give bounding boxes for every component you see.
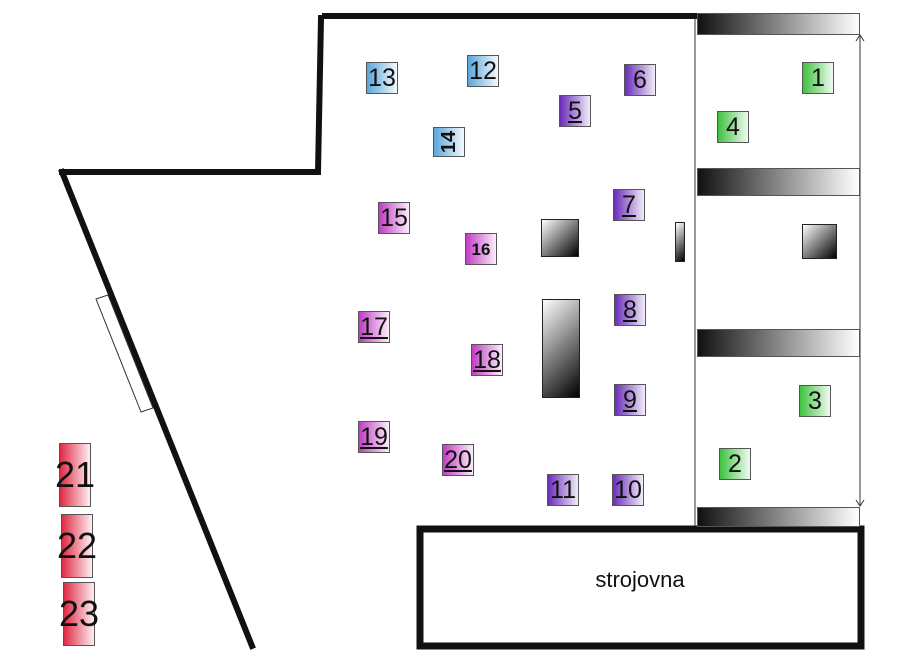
station-label: 5 <box>568 96 582 125</box>
shelf-bar <box>697 13 860 35</box>
machine-room-label: strojovna <box>595 567 685 592</box>
station-1[interactable]: 1 <box>802 62 834 94</box>
arrow-up-icon <box>855 34 865 42</box>
station-label: 16 <box>471 239 491 259</box>
station-17[interactable]: 17 <box>358 311 390 343</box>
station-19[interactable]: 19 <box>358 421 390 453</box>
station-5[interactable]: 5 <box>559 95 591 127</box>
station-4[interactable]: 4 <box>717 111 749 143</box>
station-label: 20 <box>444 445 472 474</box>
station-21[interactable]: 21 <box>55 443 95 507</box>
station-label: 9 <box>623 385 637 414</box>
station-7[interactable]: 7 <box>613 189 645 221</box>
station-18[interactable]: 18 <box>471 344 503 376</box>
station-label: 14 <box>438 130 460 154</box>
station-6[interactable]: 6 <box>624 64 656 96</box>
shelf-bar <box>697 329 860 357</box>
station-22[interactable]: 22 <box>57 514 97 578</box>
column-small <box>675 222 685 262</box>
station-16[interactable]: 16 <box>465 233 497 265</box>
station-label: 21 <box>54 454 96 495</box>
station-9[interactable]: 9 <box>614 384 646 416</box>
station-label: 1 <box>811 63 825 92</box>
station-14[interactable]: 14 <box>433 127 465 157</box>
station-label: 2 <box>728 449 742 478</box>
station-2[interactable]: 2 <box>719 448 751 480</box>
station-label: 18 <box>473 345 501 374</box>
arrow-down-icon <box>855 499 865 507</box>
station-label: 6 <box>633 65 647 94</box>
station-label: 3 <box>808 386 822 415</box>
station-label: 7 <box>622 190 636 219</box>
station-label: 17 <box>360 312 388 341</box>
machine-room <box>416 525 865 650</box>
station-label: 23 <box>58 593 100 634</box>
column <box>802 224 837 259</box>
station-label: 8 <box>623 295 637 324</box>
station-15[interactable]: 15 <box>378 202 410 234</box>
station-12[interactable]: 12 <box>467 55 499 87</box>
wall-diagonal <box>58 168 256 650</box>
station-label: 4 <box>726 112 740 141</box>
shelf-bar <box>697 168 860 196</box>
window <box>95 294 154 413</box>
shelf-bar <box>697 507 860 527</box>
station-label: 12 <box>469 56 497 85</box>
station-label: 19 <box>360 422 388 451</box>
station-8[interactable]: 8 <box>614 294 646 326</box>
station-20[interactable]: 20 <box>442 444 474 476</box>
column <box>541 219 579 257</box>
table <box>542 299 580 398</box>
station-label: 15 <box>380 203 408 232</box>
station-label: 22 <box>56 525 98 566</box>
station-label: 10 <box>614 475 642 504</box>
wall-step <box>314 14 325 176</box>
station-10[interactable]: 10 <box>612 474 644 506</box>
station-label: 13 <box>368 63 396 92</box>
station-11[interactable]: 11 <box>547 474 579 506</box>
station-23[interactable]: 23 <box>59 582 99 646</box>
station-13[interactable]: 13 <box>366 62 398 94</box>
station-label: 11 <box>550 475 576 504</box>
station-3[interactable]: 3 <box>799 385 831 417</box>
